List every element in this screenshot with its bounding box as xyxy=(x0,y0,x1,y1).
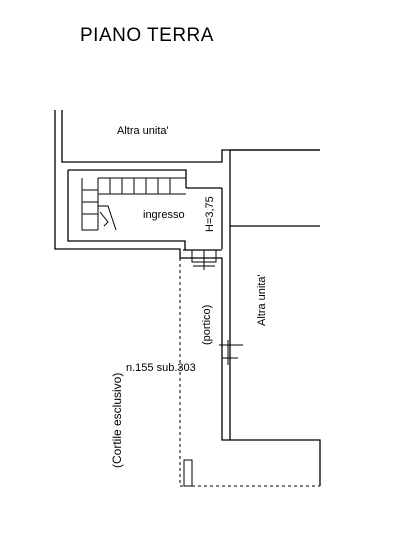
label-courtyard: (Cortile esclusivo) xyxy=(110,373,124,468)
courtyard-boundary xyxy=(179,258,320,487)
label-height: H=3,75 xyxy=(204,196,216,232)
porch-structure xyxy=(191,250,243,365)
plan-title: PIANO TERRA xyxy=(80,25,214,46)
label-entrance: ingresso xyxy=(143,209,185,221)
label-parcel-ref: n.155 sub.303 xyxy=(126,362,196,374)
label-other-unit-top: Altra unita' xyxy=(117,125,169,137)
label-porch: (portico) xyxy=(201,305,213,345)
label-other-unit-right: Altra unita' xyxy=(256,274,268,326)
staircase xyxy=(81,177,186,231)
walls xyxy=(54,110,321,486)
